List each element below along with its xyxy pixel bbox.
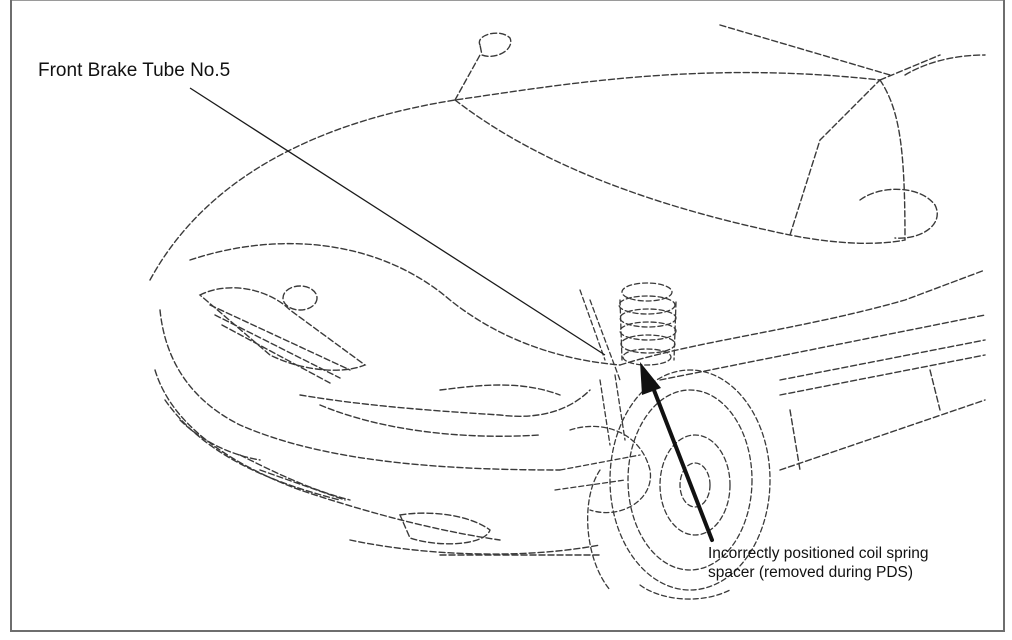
frame-border-left <box>10 0 12 632</box>
spacer-label: Incorrectly positioned coil spring space… <box>708 544 998 582</box>
frame-border-bottom <box>10 630 1005 632</box>
frame-border-right <box>1003 0 1005 632</box>
car-body-outline <box>149 24 986 556</box>
brake-tube-leader-line <box>189 87 606 356</box>
frame-border-top <box>10 0 1005 1</box>
spacer-leader-arrow <box>640 362 714 542</box>
spacer-label-line-1: Incorrectly positioned coil spring <box>708 545 929 562</box>
wheel-and-strut <box>554 282 771 600</box>
brake-tube-label: Front Brake Tube No.5 <box>38 60 231 81</box>
spacer-label-line-2: spacer (removed during PDS) <box>708 564 914 581</box>
